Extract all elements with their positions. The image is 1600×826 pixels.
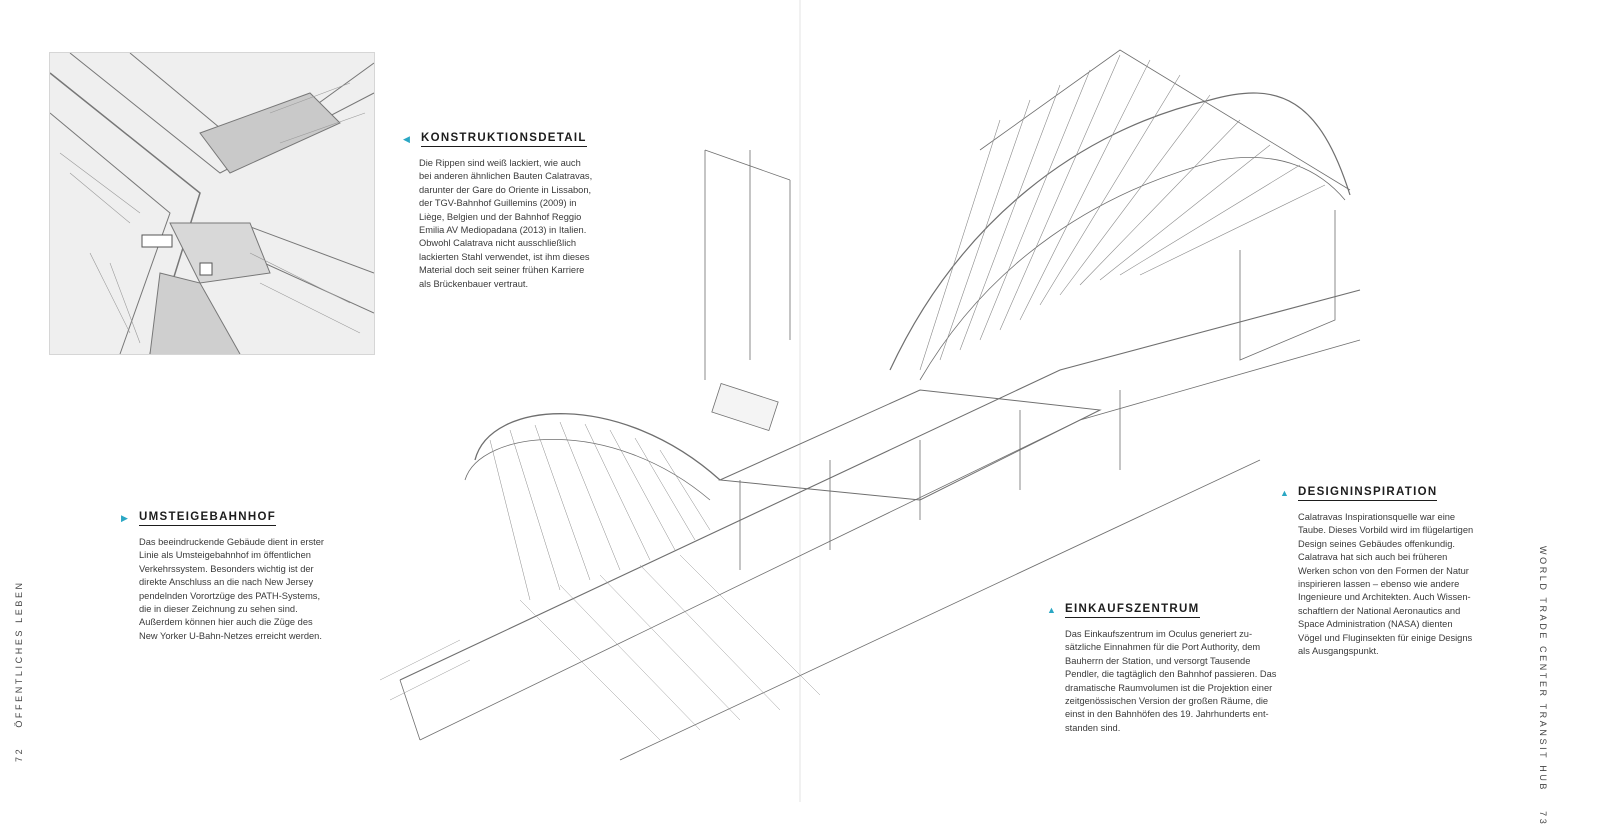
callout-text: Das beeindruckende Gebäude dient in erst…: [139, 537, 325, 641]
callout-einkaufszentrum: ▲ EINKAUFSZENTRUM Das Einkaufszentrum im…: [1047, 603, 1276, 735]
station-cutaway-illustration: [360, 40, 1370, 765]
pointer-up-icon: ▲: [1047, 605, 1056, 615]
callout-designinspiration: ▲ DESIGNINSPIRATION Calatravas Inspirati…: [1280, 486, 1473, 658]
pointer-left-icon: ◀: [403, 134, 410, 144]
book-spread: ◀ KONSTRUKTIONSDETAIL Die Rippen sind we…: [14, 0, 1548, 826]
callout-text: Das Einkaufszentrum im Oculus generiert …: [1065, 629, 1277, 733]
running-head-left: 72 ÖFFENTLICHES LEBEN: [14, 580, 24, 762]
callout-title: KONSTRUKTIONSDETAIL: [421, 132, 587, 147]
running-head-right: WORLD TRADE CENTER TRANSIT HUB 73: [1538, 546, 1548, 826]
page-number: 73: [1538, 811, 1548, 826]
callout-text: Die Rippen sind weiß lackiert, wie auch …: [419, 158, 593, 289]
plan-sketch-image: [49, 52, 375, 355]
page-number: 72: [14, 746, 24, 762]
pointer-right-icon: ▶: [121, 513, 128, 523]
callout-title: DESIGNINSPIRATION: [1298, 486, 1438, 501]
section-title: ÖFFENTLICHES LEBEN: [14, 580, 24, 728]
callout-konstruktionsdetail: ◀ KONSTRUKTIONSDETAIL Die Rippen sind we…: [403, 132, 592, 291]
callout-umsteigebahnhof: ▶ UMSTEIGEBAHNHOF Das beeindruckende Geb…: [121, 511, 324, 643]
page-gutter: [799, 0, 801, 802]
pointer-up-icon: ▲: [1280, 488, 1289, 498]
callout-title: EINKAUFSZENTRUM: [1065, 603, 1200, 618]
callout-text: Calatravas Inspirationsquelle war eine T…: [1298, 512, 1474, 657]
callout-title: UMSTEIGEBAHNHOF: [139, 511, 277, 526]
section-title: WORLD TRADE CENTER TRANSIT HUB: [1538, 546, 1548, 793]
